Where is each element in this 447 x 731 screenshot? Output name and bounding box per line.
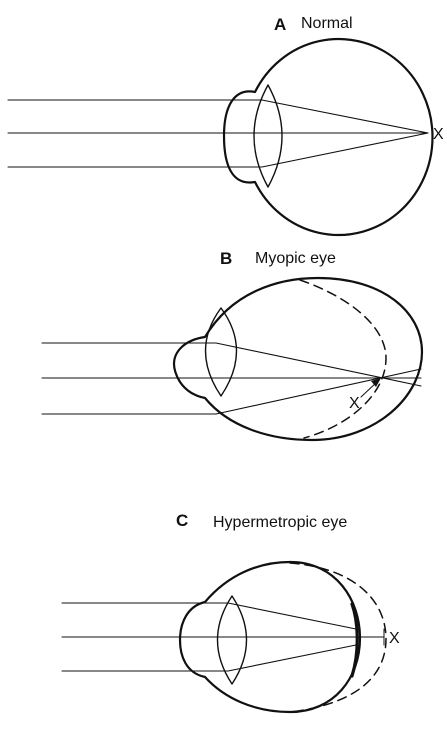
panel-letter: A	[274, 15, 286, 34]
panel-myopic: B Myopic eye X	[42, 249, 422, 440]
refracted-ray-bottom	[228, 645, 356, 671]
panel-letter: C	[176, 511, 188, 530]
eyeball-outline	[224, 39, 433, 235]
refracted-ray-top	[262, 100, 428, 133]
focal-point-label: X	[349, 395, 360, 412]
focal-point-label: X	[433, 126, 444, 143]
focal-point-label: X	[389, 630, 400, 647]
refracted-ray-top	[228, 603, 356, 629]
normal-eye-outline-dashed	[300, 280, 386, 438]
eyeball-outline	[174, 278, 422, 440]
panel-normal: A Normal X	[8, 15, 444, 235]
panel-caption: Myopic eye	[255, 250, 336, 267]
panel-hypermetropic: C Hypermetropic eye X	[62, 511, 400, 712]
panel-caption: Hypermetropic eye	[213, 514, 347, 531]
panel-letter: B	[220, 249, 232, 268]
panel-caption: Normal	[301, 15, 353, 32]
refracted-ray-top	[216, 343, 421, 386]
lens	[206, 308, 237, 396]
refracted-ray-bottom	[262, 133, 428, 167]
refracted-ray-bottom	[216, 369, 421, 414]
